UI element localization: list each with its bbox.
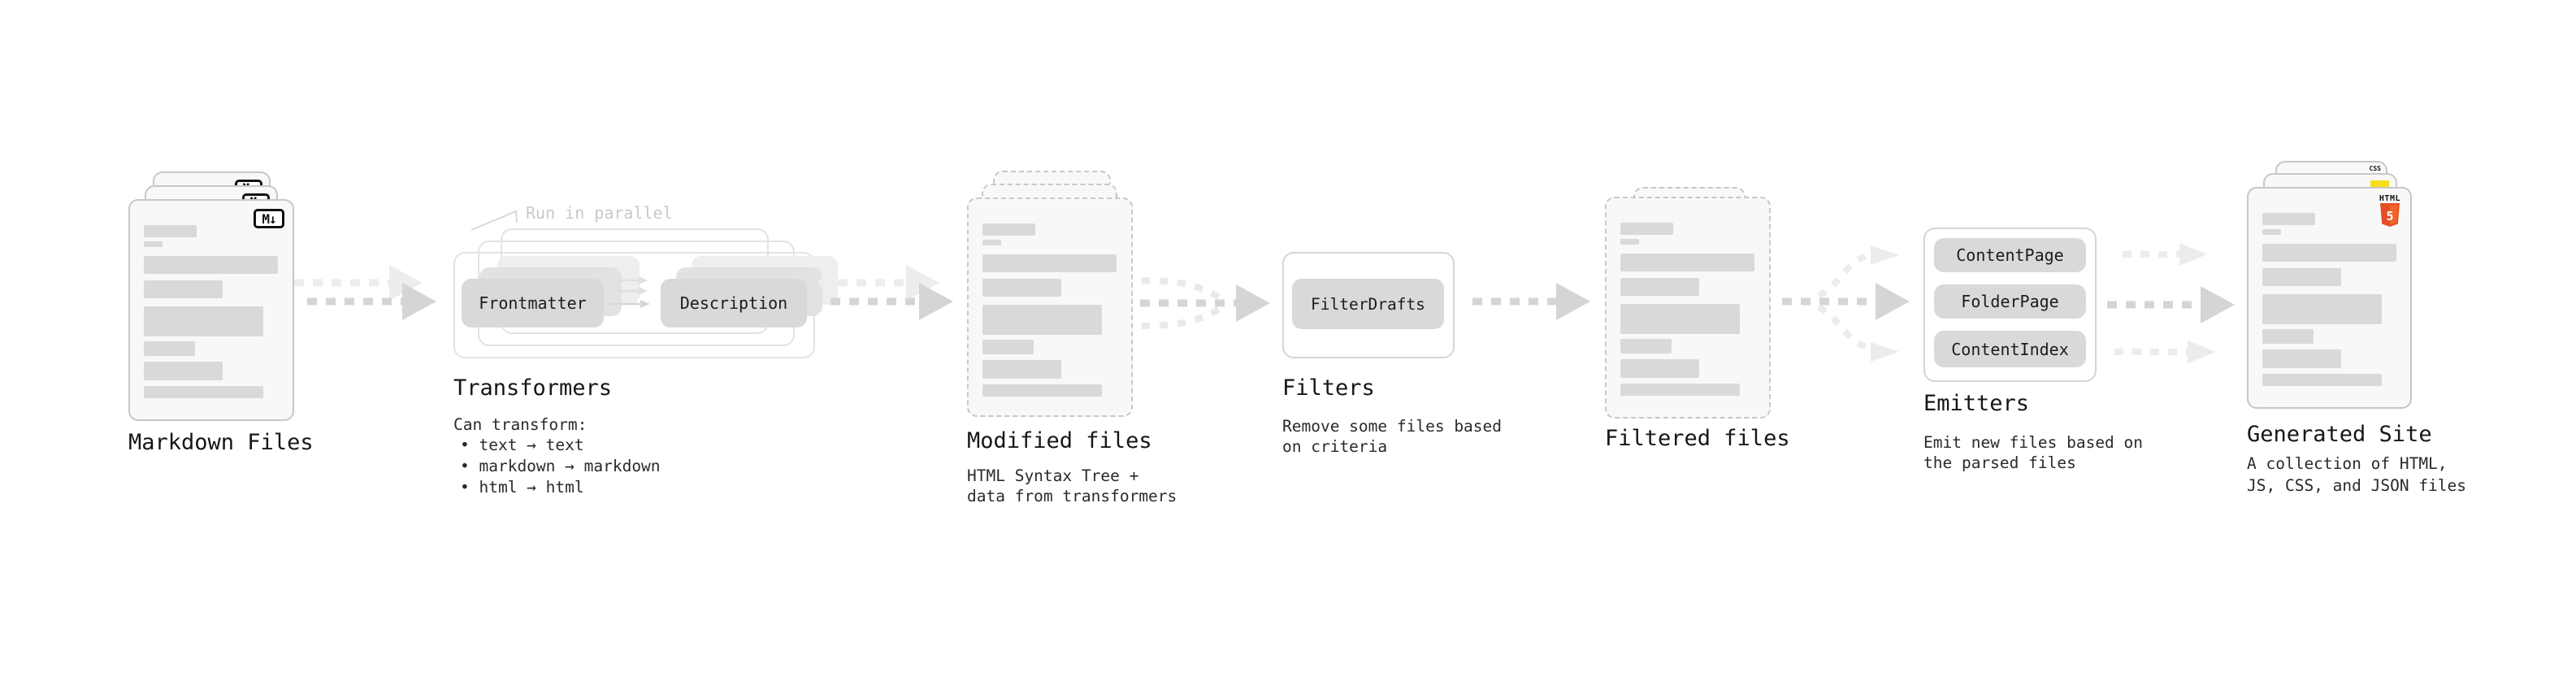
generated-site-desc: A collection of HTML, [2247,454,2448,473]
placeholder-line [1620,359,1699,378]
generated-file-html: HTML 5 [2247,187,2412,409]
placeholder-line [144,256,278,274]
filters-container [1282,252,1455,358]
transformers-bullet: • text → text [460,436,584,454]
emitter-box-contentpage: ContentPage [1934,238,2086,272]
placeholder-line [982,340,1034,354]
emitters-desc: the parsed files [1923,453,2076,472]
modified-files-desc: data from transformers [967,487,1177,505]
label-emitters: Emitters [1923,391,2030,416]
document-text-placeholder [1607,198,1769,417]
javascript-icon [2370,180,2389,188]
label-transformers: Transformers [453,375,613,401]
run-in-parallel-callout: Run in parallel [526,203,673,223]
filters-desc: on criteria [1282,437,1388,456]
html5-icon: HTML 5 [2379,195,2400,228]
placeholder-line [1620,223,1673,235]
filters-desc: Remove some files based [1282,417,1503,436]
arrow-filtered-to-emitters-split [1782,245,1910,362]
transformer-box-frontmatter: Frontmatter [462,279,604,327]
placeholder-line [982,360,1061,379]
placeholder-line [982,305,1102,335]
placeholder-line [144,225,197,237]
placeholder-line [1620,304,1740,334]
emitter-box-folderpage: FolderPage [1934,284,2086,319]
callout-leader-line [471,210,518,231]
placeholder-line [2262,329,2314,344]
markdown-file-front: M↓ [128,199,294,421]
arrow-transformers-to-modified [819,265,953,320]
placeholder-line [144,241,163,247]
transformers-bullet: • html → html [460,478,584,497]
filtered-file-front [1605,197,1771,419]
placeholder-line [982,279,1061,297]
placeholder-line [144,280,223,298]
placeholder-line [982,240,1001,245]
filter-box-filterdrafts: FilterDrafts [1292,279,1444,329]
arrow-filters-to-filtered [1472,283,1590,320]
placeholder-line [982,384,1102,397]
document-text-placeholder [130,201,293,419]
placeholder-line [2262,374,2382,386]
placeholder-line [144,362,223,380]
document-text-placeholder [2249,189,2410,407]
label-filters: Filters [1282,375,1375,401]
arrow-modified-to-filters-merge [1140,277,1270,329]
placeholder-line [1620,384,1740,396]
placeholder-line [144,386,263,398]
placeholder-line [144,306,263,336]
label-generated-site: Generated Site [2247,422,2432,447]
placeholder-line [2262,294,2382,324]
transformers-desc-title: Can transform: [453,415,588,434]
placeholder-line [2262,268,2341,286]
transformers-bullet: • markdown → markdown [460,457,661,475]
arrow-emitters-to-generated [2107,243,2235,363]
modified-files-desc: HTML Syntax Tree + [967,466,1139,485]
placeholder-line [2262,244,2396,262]
placeholder-line [1620,339,1672,354]
label-modified-files: Modified files [967,428,1152,453]
label-markdown-files: Markdown Files [128,430,314,455]
arrow-markdown-to-transformers [294,265,436,320]
placeholder-line [1620,254,1754,271]
placeholder-line [982,223,1035,236]
label-filtered-files: Filtered files [1605,426,1790,451]
placeholder-line [1620,278,1699,296]
html5-shield-icon: 5 [2379,203,2400,227]
transformer-box-description: Description [661,279,807,327]
placeholder-line [144,341,195,356]
markdown-icon: M↓ [254,209,284,228]
emitters-container [1923,228,2097,382]
placeholder-line [2262,229,2281,235]
placeholder-line [1620,239,1639,245]
generated-site-desc: JS, CSS, and JSON files [2247,476,2467,495]
svg-text:5: 5 [2386,209,2393,223]
modified-file-front [967,197,1133,417]
emitters-desc: Emit new files based on [1923,433,2144,452]
placeholder-line [2262,349,2341,368]
emitter-box-contentindex: ContentIndex [1934,331,2086,367]
placeholder-line [982,254,1117,272]
placeholder-line [2262,213,2315,225]
document-text-placeholder [969,199,1131,415]
